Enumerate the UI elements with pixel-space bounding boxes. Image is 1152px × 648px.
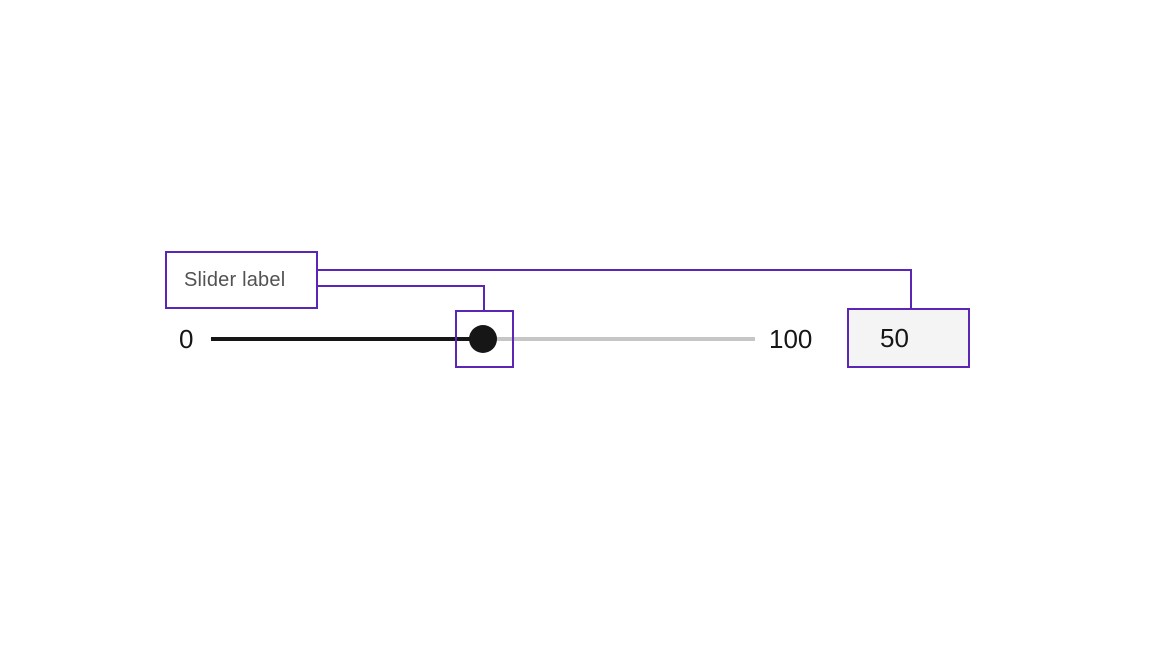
slider-label: Slider label xyxy=(184,268,286,291)
slider-handle[interactable] xyxy=(469,325,497,353)
connector-label-to-handle-vertical xyxy=(483,285,485,310)
connector-label-to-handle-horizontal xyxy=(318,285,485,287)
connector-label-to-input-horizontal xyxy=(318,269,912,271)
slider-track-filled[interactable] xyxy=(211,337,483,341)
slider-min-label: 0 xyxy=(179,323,194,354)
slider-label-annotation-box: Slider label xyxy=(165,251,318,309)
slider-track-empty[interactable] xyxy=(483,337,755,341)
slider-value-input[interactable]: 50 xyxy=(847,308,970,368)
slider-max-label: 100 xyxy=(769,323,813,354)
connector-label-to-input-vertical xyxy=(910,269,912,308)
slider-handle-annotation-box xyxy=(455,310,514,368)
